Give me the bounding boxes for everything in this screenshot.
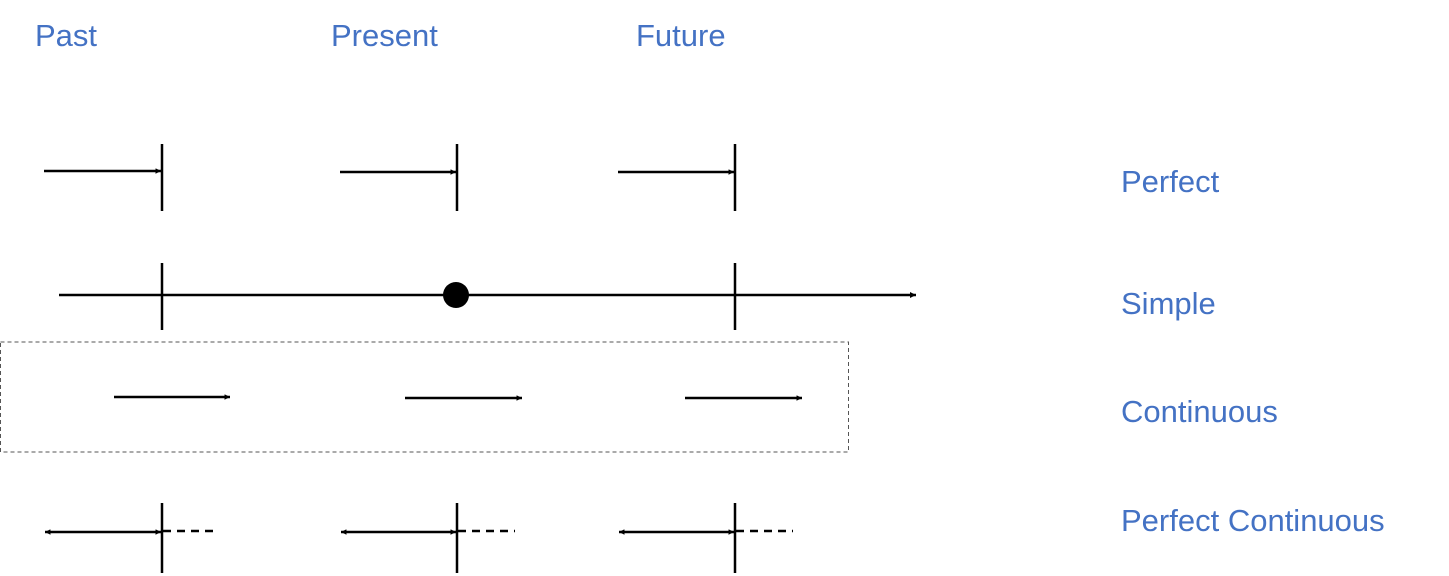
row-label-perfect-continuous: Perfect Continuous bbox=[1121, 503, 1385, 538]
perfect-continuous-present bbox=[341, 503, 515, 573]
perfect-past bbox=[44, 144, 164, 211]
column-label-future: Future bbox=[636, 18, 726, 53]
column-label-past: Past bbox=[35, 18, 98, 53]
simple-present-dot bbox=[443, 282, 469, 308]
perfect-row bbox=[44, 144, 737, 211]
continuous-row bbox=[0, 341, 849, 453]
column-label-present: Present bbox=[331, 18, 438, 53]
perfect-continuous-row bbox=[45, 503, 793, 573]
simple-row bbox=[59, 263, 916, 330]
perfect-present bbox=[340, 144, 459, 211]
row-label-continuous: Continuous bbox=[1121, 394, 1278, 429]
row-label-simple: Simple bbox=[1121, 286, 1216, 321]
continuous-dashed-box bbox=[0, 341, 849, 453]
perfect-continuous-past bbox=[45, 503, 219, 573]
perfect-continuous-future bbox=[619, 503, 793, 573]
perfect-future bbox=[618, 144, 737, 211]
row-label-perfect: Perfect bbox=[1121, 164, 1220, 199]
